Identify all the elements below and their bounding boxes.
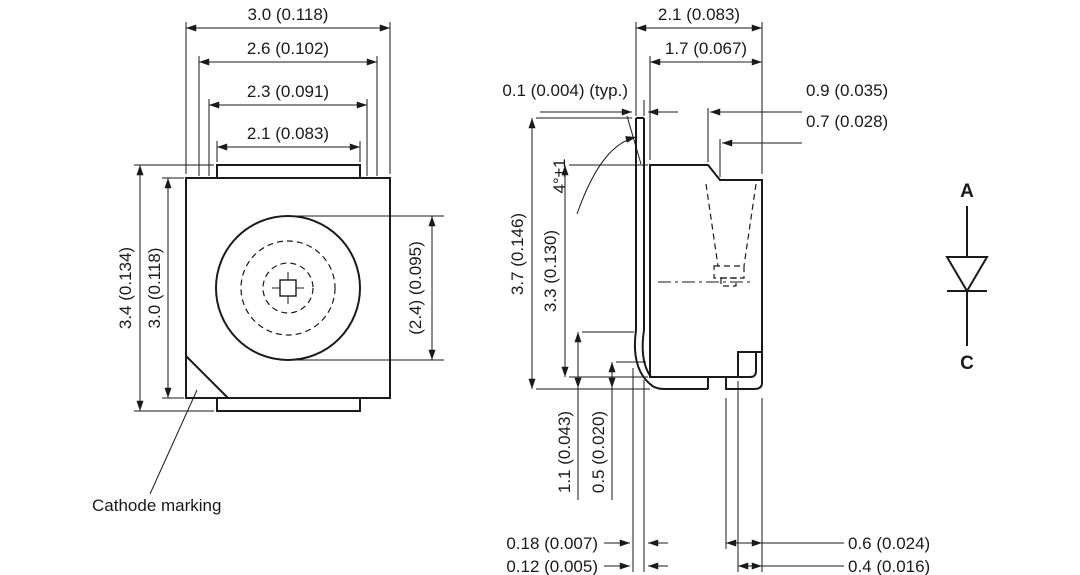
right-lead (725, 352, 763, 390)
dim-label-lead-2: 0.5 (0.020) (589, 411, 608, 493)
top-view: 3.0 (0.118) 2.6 (0.102) 2.3 (0.091) 2.1 … (92, 5, 444, 515)
chip-dashed (713, 265, 745, 279)
dim-label-height-1: 3.4 (0.134) (116, 247, 135, 329)
dim-label-angle: 4°±1 (550, 158, 569, 193)
diode-triangle (945, 256, 989, 293)
lead-tab-bottom (216, 397, 361, 412)
left-lead-inner (641, 118, 652, 378)
reflector-dashed-circle (240, 240, 336, 336)
side-view-angle-callout: 4°±1 (550, 136, 637, 215)
top-view-package (185, 164, 391, 412)
dim-label-right-lead-2: 0.4 (0.016) (848, 557, 930, 575)
leader-line (149, 389, 198, 495)
body-outline (649, 164, 763, 378)
dim-label-step-2: 0.7 (0.028) (806, 112, 888, 131)
side-view: 2.1 (0.083) 1.7 (0.067) 0.1 (0.004) (typ… (502, 5, 930, 575)
dim-label-width-3: 2.3 (0.091) (247, 82, 329, 101)
chip-dashed-small (720, 277, 737, 287)
side-view-step-dimensions: 0.9 (0.035) 0.7 (0.028) (707, 81, 888, 177)
top-view-lens-dimension: (2.4) (0.095) (292, 215, 444, 361)
dim-label-side-width-2: 1.7 (0.067) (665, 39, 747, 58)
top-view-height-dimensions: 3.4 (0.134) 3.0 (0.118) (116, 164, 214, 412)
cathode-chamfer (185, 355, 229, 399)
angle-leader-arc (576, 136, 637, 215)
anode-label: A (960, 181, 974, 202)
cathode-marking-label: Cathode marking (92, 496, 221, 515)
side-view-package (626, 115, 763, 390)
dim-label-lens: (2.4) (0.095) (406, 241, 425, 335)
package-body (185, 177, 391, 399)
left-lead-outer (633, 118, 708, 390)
side-view-lead-fold-dimensions: 0.6 (0.024) 0.4 (0.016) (725, 381, 930, 575)
angle-reference-line (626, 115, 642, 165)
lens-circle (215, 215, 361, 361)
dim-label-width-2: 2.6 (0.102) (247, 39, 329, 58)
reflector-cone-dashed (705, 183, 719, 267)
lead-tab-top (216, 164, 361, 179)
side-view-lead-thickness-dimensions: 0.18 (0.007) 0.12 (0.005) (506, 368, 668, 575)
side-view-lead-standoff-dimensions: 1.1 (0.043) 0.5 (0.020) (555, 331, 646, 500)
side-view-gap-dimension: 0.1 (0.004) (typ.) (502, 81, 678, 116)
dim-label-side-height-1: 3.7 (0.146) (508, 213, 527, 295)
dim-label-gap: 0.1 (0.004) (typ.) (502, 81, 628, 100)
dim-label-height-2: 3.0 (0.118) (145, 248, 164, 329)
inner-dashed-circle (262, 262, 314, 314)
side-view-height-dimensions: 3.7 (0.146) 3.3 (0.130) (508, 117, 650, 390)
reflector-cone-dashed (743, 183, 757, 267)
dim-label-right-lead-1: 0.6 (0.024) (848, 534, 930, 553)
diode-symbol: A C (945, 181, 989, 374)
cathode-marking-callout: Cathode marking (92, 389, 221, 515)
dim-label-width-1: 3.0 (0.118) (248, 5, 329, 24)
dim-label-lead-1: 1.1 (0.043) (555, 411, 574, 493)
dim-label-side-height-2: 3.3 (0.130) (541, 230, 560, 312)
dim-label-width-4: 2.1 (0.083) (247, 124, 329, 143)
dim-label-step-1: 0.9 (0.035) (806, 81, 888, 100)
dim-label-side-width-1: 2.1 (0.083) (658, 5, 740, 24)
side-view-width-dimensions: 2.1 (0.083) 1.7 (0.067) (635, 5, 763, 174)
cathode-label: C (960, 353, 974, 374)
dim-label-thickness-1: 0.18 (0.007) (506, 534, 598, 553)
dim-label-thickness-2: 0.12 (0.005) (506, 557, 598, 575)
top-view-width-dimensions: 3.0 (0.118) 2.6 (0.102) 2.3 (0.091) 2.1 … (185, 5, 391, 176)
